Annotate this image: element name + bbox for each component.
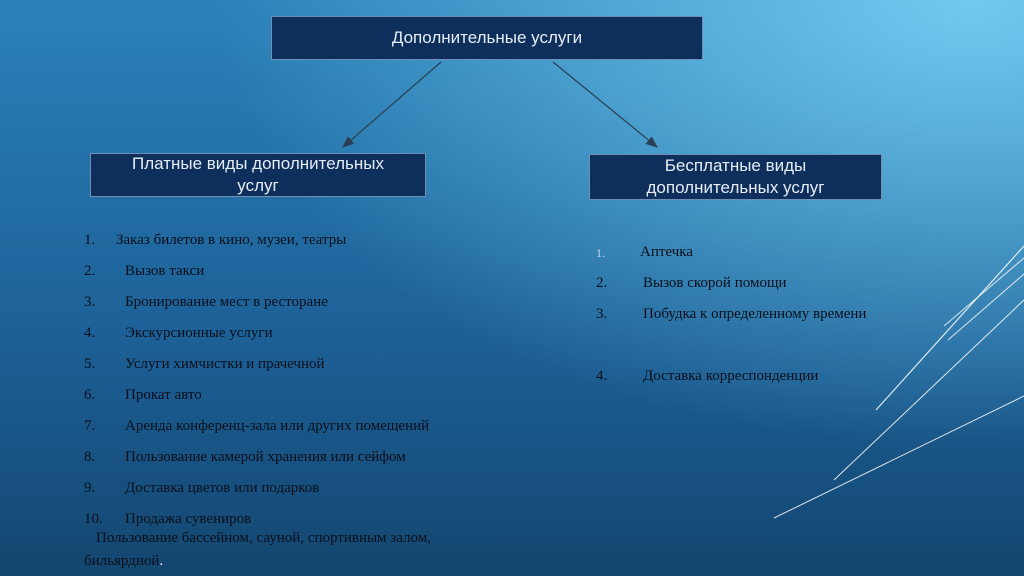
paid-service-item-number: 4. (84, 325, 96, 341)
paid-extra-text: Пользование бассейном, сауной, спортивны… (84, 527, 504, 573)
paid-service-item-text: Прокат авто (125, 387, 202, 403)
paid-service-item: 6. Прокат авто (84, 387, 504, 407)
main-title-box: Дополнительные услуги (271, 16, 703, 60)
paid-service-item-number: 8. (84, 449, 96, 465)
paid-service-item-text: Вызов такси (125, 263, 205, 279)
paid-service-item: 4. Экскурсионные услуги (84, 325, 504, 345)
paid-service-item: 5. Услуги химчистки и прачечной (84, 356, 504, 376)
paid-extra-dot: . (159, 553, 164, 569)
paid-service-item-number: 2. (84, 263, 96, 279)
paid-service-item-number: 1. (84, 232, 96, 248)
paid-services-list: 1. Заказ билетов в кино, музеи, театры 2. В… (84, 232, 504, 572)
free-heading: Бесплатные виды дополнительных услуг (646, 156, 825, 197)
decor-line (947, 273, 1024, 341)
paid-service-item-number: 10. (84, 511, 103, 527)
free-heading-box: Бесплатные виды дополнительных услуг (589, 154, 882, 200)
free-service-item: 2. Вызов скорой помощи (596, 275, 926, 295)
paid-service-item-text: Аренда конференц-зала или других помещен… (125, 418, 430, 434)
decor-line (875, 245, 1024, 411)
free-service-item-text: Вызов скорой помощи (643, 275, 787, 291)
paid-service-item-text: Услуги химчистки и прачечной (125, 356, 325, 372)
decor-line (773, 395, 1024, 519)
free-service-item-text: Доставка корреспонденции (643, 368, 819, 384)
decor-line (943, 257, 1024, 327)
paid-extra-line2: бильярдной (84, 553, 160, 569)
free-service-item-number: 1. (596, 246, 605, 260)
free-service-item: 4. Доставка корреспонденции (596, 368, 926, 388)
free-service-item-number: 4. (596, 368, 608, 384)
main-title: Дополнительные услуги (391, 28, 583, 47)
paid-service-item-text: Бронирование мест в ресторане (125, 294, 328, 310)
paid-heading: Платные виды дополнительных услуг (131, 154, 384, 195)
free-services-list: 1. Аптечка 2. Вызов скорой помощи 3. Побудка … (596, 244, 926, 394)
paid-service-item: 9. Доставка цветов или подарков (84, 480, 504, 500)
paid-service-item: 2. Вызов такси (84, 263, 504, 283)
paid-service-item-text: Пользование камерой хранения или сейфом (125, 449, 406, 465)
free-service-item-text: Побудка к определенному времени (643, 306, 867, 322)
free-service-item-text: Аптечка (640, 244, 693, 260)
paid-service-item-text: Заказ билетов в кино, музеи, театры (116, 232, 347, 248)
free-service-item-number: 3. (596, 306, 608, 322)
paid-service-item: 7. Аренда конференц-зала или других помещ… (84, 418, 504, 438)
paid-extra-line1: Пользование бассейном, сауной, спортивны… (96, 530, 431, 546)
paid-service-item: 8. Пользование камерой хранения или сейфо… (84, 449, 504, 469)
decor-line (833, 299, 1024, 481)
paid-service-item-number: 9. (84, 480, 96, 496)
paid-service-item-number: 3. (84, 294, 96, 310)
paid-heading-box: Платные виды дополнительных услуг (90, 153, 426, 197)
free-service-item: 3. Побудка к определенному времени (596, 306, 926, 326)
arrow-to-free (552, 61, 658, 148)
paid-service-item: 3. Бронирование мест в ресторане (84, 294, 504, 314)
paid-service-item-number: 7. (84, 418, 96, 434)
paid-service-item: 1. Заказ билетов в кино, музеи, театры (84, 232, 504, 252)
free-service-item-number: 2. (596, 275, 608, 291)
paid-service-item: 10. Продажа сувениров (84, 511, 504, 531)
arrow-to-paid (342, 61, 442, 148)
paid-service-item-text: Доставка цветов или подарков (125, 480, 320, 496)
free-service-item: 1. Аптечка (596, 244, 926, 264)
paid-service-item-number: 6. (84, 387, 96, 403)
paid-service-item-text: Экскурсионные услуги (125, 325, 273, 341)
paid-service-item-text: Продажа сувениров (125, 511, 252, 527)
paid-service-item-number: 5. (84, 356, 96, 372)
